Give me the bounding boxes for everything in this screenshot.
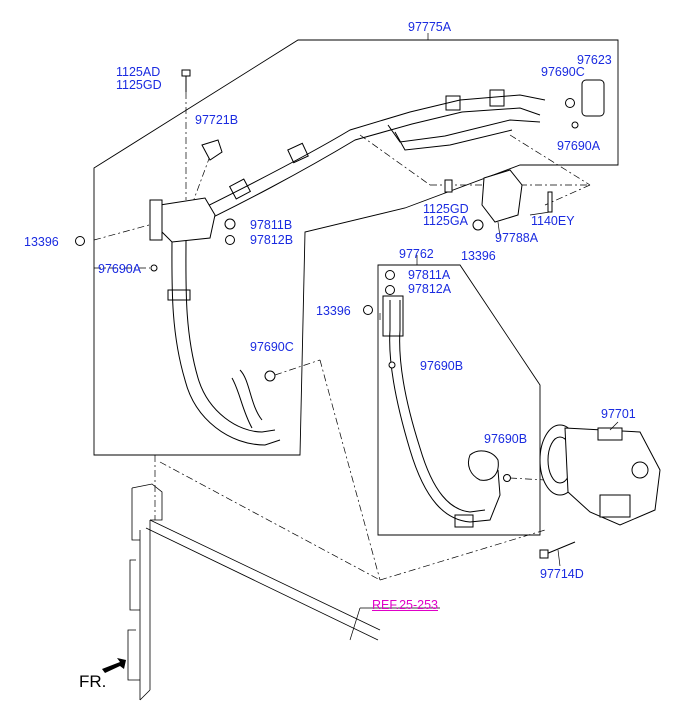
ref-link[interactable]: REF.25-253 bbox=[372, 598, 439, 612]
label-97714d: 97714D bbox=[540, 567, 584, 581]
label-13396-lower: 13396 bbox=[316, 304, 351, 318]
label-97811b: 97811B bbox=[250, 218, 293, 232]
label-97812b: 97812B bbox=[250, 233, 294, 247]
leader-lines bbox=[93, 92, 591, 581]
label-97721b: 97721B bbox=[195, 113, 239, 127]
label-leaders bbox=[349, 33, 619, 641]
label-97701: 97701 bbox=[601, 407, 636, 421]
label-97690a-left: 97690A bbox=[98, 262, 142, 276]
assembly-frame-97775a bbox=[93, 39, 619, 456]
manifold-block bbox=[149, 197, 216, 243]
label-97690c-top: 97690C bbox=[541, 65, 585, 79]
label-1140ey: 1140EY bbox=[531, 214, 575, 228]
label-1125ga: 1125GA bbox=[423, 214, 468, 228]
assembly-frame-97762 bbox=[377, 264, 541, 536]
label-13396-left: 13396 bbox=[24, 235, 59, 249]
compressor-body bbox=[539, 424, 661, 526]
label-97762: 97762 bbox=[399, 247, 434, 261]
label-1125gd-mid: 1125GD bbox=[423, 202, 469, 216]
label-97690b-right: 97690B bbox=[484, 432, 528, 446]
label-97690c-mid: 97690C bbox=[250, 340, 294, 354]
label-97775a: 97775A bbox=[408, 20, 452, 34]
front-direction-label: FR. bbox=[79, 672, 107, 691]
condenser-outline bbox=[127, 483, 381, 701]
liquid-hose bbox=[167, 234, 281, 446]
label-97788a: 97788A bbox=[495, 231, 539, 245]
label-97690b-mid: 97690B bbox=[420, 359, 464, 373]
label-97623: 97623 bbox=[577, 53, 612, 67]
label-97812a: 97812A bbox=[408, 282, 452, 296]
front-arrow-icon bbox=[102, 658, 126, 673]
suction-hose bbox=[382, 295, 501, 528]
small-parts bbox=[75, 69, 605, 482]
label-97690a-right: 97690A bbox=[557, 139, 601, 153]
label-13396-mid: 13396 bbox=[461, 249, 496, 263]
label-1125ad: 1125AD bbox=[116, 65, 161, 79]
label-1125gd-top: 1125GD bbox=[116, 78, 162, 92]
compressor-bolt bbox=[539, 541, 576, 559]
label-97811a: 97811A bbox=[408, 268, 451, 282]
